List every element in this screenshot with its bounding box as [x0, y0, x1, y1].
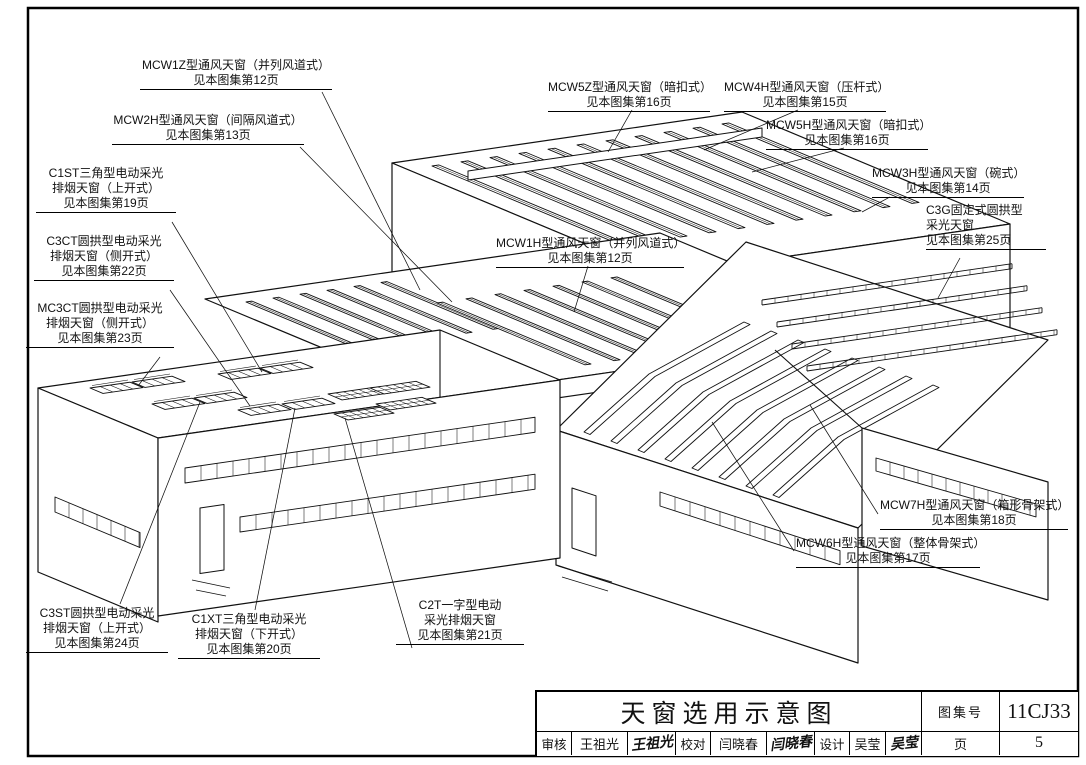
callout-page-ref: 见本图集第18页	[880, 513, 1068, 530]
callout-mcw1h: MCW1H型通风天窗（并列风道式） 见本图集第12页	[496, 236, 686, 268]
callout-c3st: C3ST圆拱型电动采光 排烟天窗（上开式） 见本图集第24页	[26, 606, 168, 653]
callout-text: C3CT圆拱型电动采光	[46, 234, 162, 248]
callout-text: C1ST三角型电动采光	[48, 166, 164, 180]
callout-text: MCW3H型通风天窗（碗式）	[872, 166, 1026, 180]
designer-signature: 吴莹	[886, 732, 922, 755]
left-hall	[37, 329, 561, 623]
callout-page-ref: 见本图集第12页	[140, 73, 332, 90]
title-block: 天窗选用示意图 图集号 11CJ33 审核 王祖光 王祖光 校对 闫晓春 闫晓春…	[535, 690, 1078, 756]
callout-mcw6h: MCW6H型通风天窗（整体骨架式） 见本图集第17页	[796, 536, 986, 568]
callout-page-ref: 见本图集第25页	[926, 233, 1046, 250]
callout-c3g: C3G固定式圆拱型 采光天窗 见本图集第25页	[926, 203, 1046, 250]
designer-label: 设计	[815, 732, 850, 755]
callout-c1st: C1ST三角型电动采光 排烟天窗（上开式） 见本图集第19页	[36, 166, 176, 213]
callout-page-ref: 见本图集第21页	[396, 628, 524, 645]
atlas-no-label: 图集号	[922, 692, 1000, 731]
checker-signature: 闫晓春	[767, 732, 815, 755]
page-label: 页	[922, 732, 1000, 755]
reviewer-name: 王祖光	[572, 732, 628, 755]
callout-text: MCW4H型通风天窗（压杆式）	[724, 80, 890, 94]
callout-mcw5h: MCW5H型通风天窗（暗扣式） 见本图集第16页	[766, 118, 932, 150]
signature-text: 闫晓春	[768, 735, 813, 755]
callout-text: C3ST圆拱型电动采光	[39, 606, 155, 620]
callout-c1xt: C1XT三角型电动采光 排烟天窗（下开式） 见本图集第20页	[178, 612, 320, 659]
checker-label: 校对	[676, 732, 711, 755]
sheet-frame	[26, 6, 1080, 758]
callout-text: 排烟天窗（上开式）	[51, 181, 160, 195]
callout-text: MCW5H型通风天窗（暗扣式）	[766, 118, 932, 132]
callout-text: C2T一字型电动	[418, 598, 502, 612]
callout-text: MCW7H型通风天窗（箱形骨架式）	[880, 498, 1070, 512]
callout-text: C1XT三角型电动采光	[191, 612, 307, 626]
callout-text: MCW6H型通风天窗（整体骨架式）	[796, 536, 986, 550]
atlas-no-value: 11CJ33	[1007, 699, 1071, 723]
callout-text: MCW2H型通风天窗（间隔风道式）	[113, 113, 303, 127]
reviewer-label: 审核	[537, 732, 572, 755]
callout-page-ref: 见本图集第12页	[496, 251, 684, 268]
callout-page-ref: 见本图集第17页	[796, 551, 980, 568]
callout-mcw3h: MCW3H型通风天窗（碗式） 见本图集第14页	[872, 166, 1026, 198]
callout-text: MCW1Z型通风天窗（并列风道式）	[142, 58, 330, 72]
callout-text: 排烟天窗（侧开式）	[45, 316, 154, 330]
callout-c3ct: C3CT圆拱型电动采光 排烟天窗（侧开式） 见本图集第22页	[34, 234, 174, 281]
page-number: 5	[1035, 734, 1043, 752]
callout-mcw7h: MCW7H型通风天窗（箱形骨架式） 见本图集第18页	[880, 498, 1070, 530]
leader-lines	[119, 91, 961, 649]
signature-text: 王祖光	[629, 735, 674, 755]
callout-text: C3G固定式圆拱型	[926, 203, 1023, 217]
callout-page-ref: 见本图集第14页	[872, 181, 1024, 198]
callout-page-ref: 见本图集第16页	[548, 95, 710, 112]
callout-mc3ct: MC3CT圆拱型电动采光 排烟天窗（侧开式） 见本图集第23页	[26, 301, 174, 348]
reviewer-signature: 王祖光	[628, 732, 676, 755]
rooftop-units	[89, 359, 437, 421]
callout-text: 排烟天窗（上开式）	[42, 621, 151, 635]
callout-text: 排烟天窗（下开式）	[194, 627, 303, 641]
callout-text: 采光天窗	[926, 218, 975, 232]
callout-text: 排烟天窗（侧开式）	[49, 249, 158, 263]
callout-page-ref: 见本图集第22页	[34, 264, 174, 281]
callout-c2t: C2T一字型电动 采光排烟天窗 见本图集第21页	[396, 598, 524, 645]
callout-text: 采光排烟天窗	[423, 613, 496, 627]
callout-text: MC3CT圆拱型电动采光	[37, 301, 163, 315]
callout-text: MCW1H型通风天窗（并列风道式）	[496, 236, 686, 250]
callout-page-ref: 见本图集第20页	[178, 642, 320, 659]
right-hall	[555, 241, 1058, 664]
signature-text: 吴莹	[888, 735, 919, 754]
callout-page-ref: 见本图集第19页	[36, 196, 176, 213]
designer-name: 吴莹	[850, 732, 886, 755]
callout-mcw2h: MCW2H型通风天窗（间隔风道式） 见本图集第13页	[112, 113, 304, 145]
checker-name: 闫晓春	[711, 732, 767, 755]
callout-text: MCW5Z型通风天窗（暗扣式）	[548, 80, 712, 94]
callout-mcw5z: MCW5Z型通风天窗（暗扣式） 见本图集第16页	[548, 80, 712, 112]
callout-mcw1z: MCW1Z型通风天窗（并列风道式） 见本图集第12页	[140, 58, 332, 90]
sheet-title: 天窗选用示意图	[537, 692, 922, 731]
callout-mcw4h: MCW4H型通风天窗（压杆式） 见本图集第15页	[724, 80, 890, 112]
callout-page-ref: 见本图集第13页	[112, 128, 304, 145]
callout-page-ref: 见本图集第16页	[766, 133, 928, 150]
callout-page-ref: 见本图集第24页	[26, 636, 168, 653]
callout-page-ref: 见本图集第23页	[26, 331, 174, 348]
callout-page-ref: 见本图集第15页	[724, 95, 886, 112]
